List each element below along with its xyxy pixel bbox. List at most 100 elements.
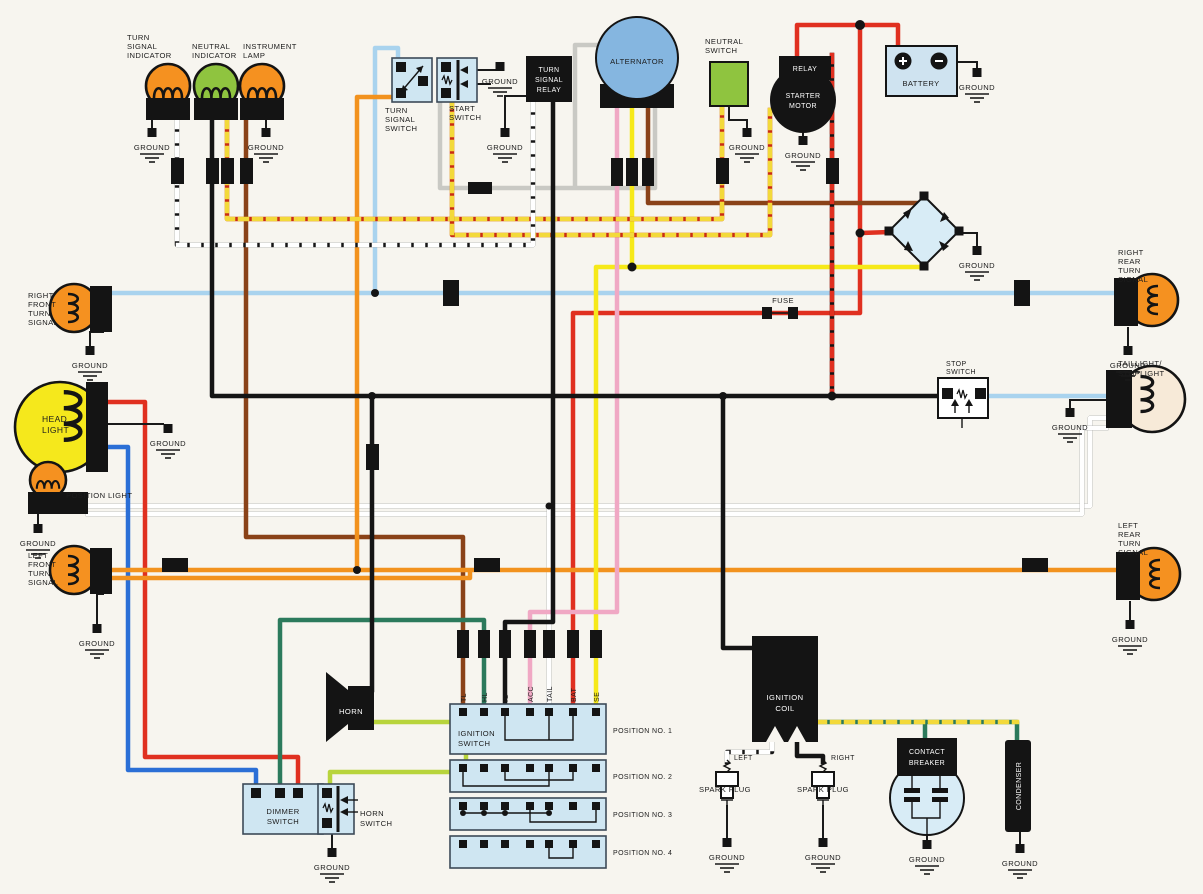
ignition-position-3 — [449, 797, 607, 831]
svg-text:TURN: TURN — [1118, 266, 1141, 275]
ignition-switch: IGNITION SWITCH — [449, 703, 607, 755]
svg-text:SPARK PLUG: SPARK PLUG — [699, 785, 751, 794]
svg-text:INDICATOR: INDICATOR — [192, 51, 237, 60]
svg-text:INDICATOR: INDICATOR — [127, 51, 172, 60]
start-switch — [436, 57, 478, 103]
svg-text:LIGHT: LIGHT — [42, 425, 69, 435]
ground-contact-breaker: GROUND — [909, 840, 945, 875]
svg-text:HEAD: HEAD — [42, 414, 67, 424]
svg-text:LAMP: LAMP — [243, 51, 265, 60]
junction-dots — [353, 20, 865, 574]
svg-text:IG: IG — [503, 694, 510, 702]
svg-text:IGNITION: IGNITION — [458, 729, 495, 738]
svg-text:IGNITION: IGNITION — [767, 693, 804, 702]
svg-text:SPARK PLUG: SPARK PLUG — [797, 785, 849, 794]
svg-text:GROUND: GROUND — [314, 863, 350, 872]
svg-text:HORN: HORN — [360, 809, 384, 818]
svg-text:ALTERNATOR: ALTERNATOR — [610, 57, 664, 66]
svg-text:SWITCH: SWITCH — [705, 46, 737, 55]
svg-text:SIGNAL: SIGNAL — [127, 42, 157, 51]
svg-text:ACC: ACC — [528, 686, 535, 702]
alternator: ALTERNATOR — [595, 16, 679, 108]
svg-text:GROUND: GROUND — [72, 361, 108, 370]
svg-text:GROUND: GROUND — [248, 143, 284, 152]
svg-text:TURN: TURN — [28, 569, 51, 578]
svg-text:CONDENSER: CONDENSER — [1016, 762, 1023, 810]
svg-text:FRONT: FRONT — [28, 560, 56, 569]
svg-text:TURN: TURN — [538, 67, 559, 74]
svg-text:GROUND: GROUND — [729, 143, 765, 152]
wire-pink-acc — [527, 105, 620, 713]
svg-text:SE: SE — [594, 692, 601, 702]
svg-text:STOPLIGHT: STOPLIGHT — [1118, 369, 1165, 378]
ground-instrument-lamp: GROUND — [248, 128, 284, 163]
svg-text:SIGNAL: SIGNAL — [385, 115, 415, 124]
ground-headlight: GROUND — [150, 424, 186, 459]
svg-text:GROUND: GROUND — [1110, 361, 1146, 370]
svg-text:LEFT: LEFT — [734, 755, 753, 762]
ground-neutral-switch: GROUND — [729, 128, 765, 163]
svg-text:GROUND: GROUND — [785, 151, 821, 160]
svg-text:TL: TL — [461, 693, 468, 702]
svg-text:TURN: TURN — [1118, 539, 1141, 548]
svg-text:BATTERY: BATTERY — [902, 79, 939, 88]
svg-text:SWITCH: SWITCH — [360, 819, 392, 828]
svg-text:TURN: TURN — [127, 33, 150, 42]
ground-right-front-turn-signal: GROUND — [72, 346, 108, 381]
svg-text:BAT: BAT — [571, 687, 578, 702]
svg-text:HORN: HORN — [339, 707, 363, 716]
turn-signal-indicator-lamp — [144, 62, 192, 120]
component-labels: TURN SIGNAL INDICATOR NEUTRAL INDICATOR … — [28, 33, 1165, 857]
svg-text:LEFT: LEFT — [1118, 521, 1138, 530]
ignition-position-2 — [449, 759, 607, 793]
wire-skyblue-turn-circuit — [111, 45, 1117, 399]
spark-plug-right — [811, 759, 835, 806]
svg-text:STARTER: STARTER — [786, 93, 821, 100]
wire-spark-leads — [724, 739, 826, 765]
svg-text:MOTOR: MOTOR — [789, 103, 817, 110]
svg-text:BREAKER: BREAKER — [909, 760, 945, 767]
battery: BATTERY — [885, 45, 958, 97]
contact-breaker: CONTACT BREAKER — [889, 738, 965, 836]
ground-starter-motor: GROUND — [785, 136, 821, 171]
svg-text:FUSE: FUSE — [772, 296, 794, 305]
svg-text:RIGHT: RIGHT — [831, 755, 855, 762]
svg-text:GROUND: GROUND — [134, 143, 170, 152]
starter-motor: RELAY STARTER MOTOR — [770, 56, 836, 133]
svg-text:TAIL: TAIL — [547, 686, 554, 702]
ground-rectifier: GROUND — [959, 246, 995, 281]
svg-text:TAILLIGHT/: TAILLIGHT/ — [1118, 359, 1162, 368]
svg-text:HL: HL — [482, 692, 489, 702]
neutral-indicator-lamp — [192, 62, 240, 120]
ground-start-switch: GROUND — [482, 62, 518, 97]
svg-text:SIGNAL: SIGNAL — [28, 578, 58, 587]
svg-text:SIGNAL: SIGNAL — [28, 318, 58, 327]
condenser: CONDENSER — [1005, 740, 1031, 832]
wire-red-power — [103, 22, 901, 791]
svg-text:GROUND: GROUND — [79, 639, 115, 648]
right-front-turn-signal — [48, 282, 112, 334]
svg-text:COIL: COIL — [775, 704, 794, 713]
svg-text:SWITCH: SWITCH — [946, 369, 976, 376]
svg-text:SWITCH: SWITCH — [385, 124, 417, 133]
svg-text:SWITCH: SWITCH — [449, 113, 481, 122]
svg-text:RIGHT: RIGHT — [28, 291, 54, 300]
svg-text:POSITION NO. 3: POSITION NO. 3 — [613, 812, 672, 819]
svg-text:REAR: REAR — [1118, 530, 1141, 539]
svg-text:POSITION NO. 2: POSITION NO. 2 — [613, 774, 672, 781]
ground-right-rear-turn-signal: GROUND — [1110, 346, 1146, 381]
taillight-stoplight — [1106, 364, 1187, 434]
svg-text:POSITION LIGHT: POSITION LIGHT — [66, 491, 132, 500]
spark-plug-left — [715, 759, 739, 806]
svg-text:RELAY: RELAY — [793, 66, 817, 73]
svg-text:RIGHT: RIGHT — [1118, 248, 1144, 257]
svg-text:GROUND: GROUND — [1002, 859, 1038, 868]
fuse — [762, 307, 798, 319]
ground-turn-signal-relay: GROUND — [487, 128, 523, 163]
ground-spark-plug-left: GROUND — [709, 838, 745, 873]
wire-chartreuse-horn — [327, 719, 469, 789]
svg-text:SWITCH: SWITCH — [458, 739, 490, 748]
svg-text:START: START — [449, 104, 475, 113]
dimmer-switch: DIMMER SWITCH — [242, 783, 324, 835]
